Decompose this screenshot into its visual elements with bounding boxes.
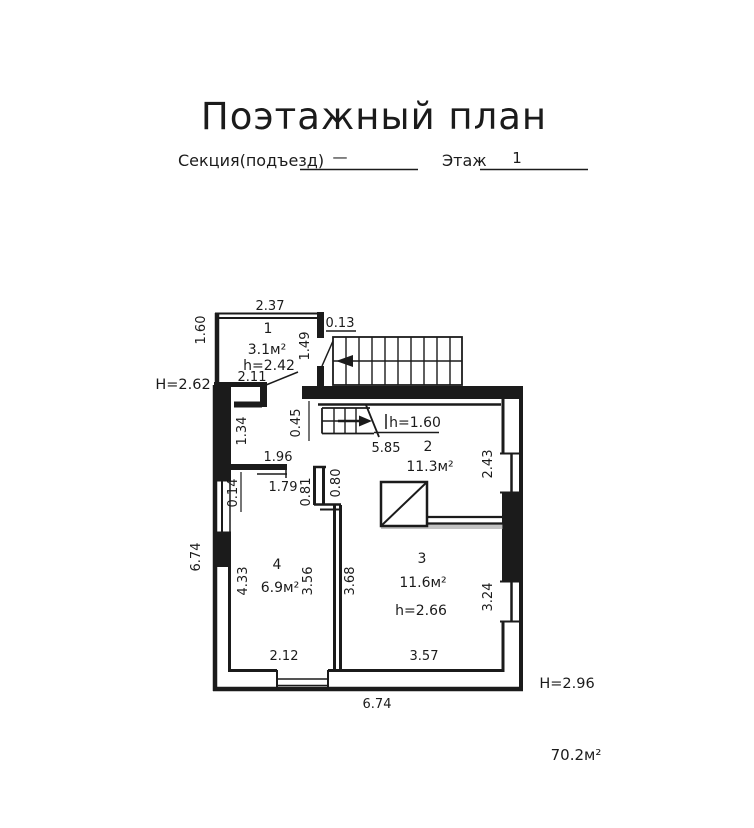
door-pillar [317, 366, 324, 386]
page-title: Поэтажный план [201, 95, 547, 138]
room-4-area: 6.9м² [261, 580, 299, 596]
dim-annex-depth: 1.60 [194, 316, 209, 345]
header: Поэтажный план Секция(подъезд) — Этаж 1 [178, 95, 588, 171]
duct-and-partition [313, 465, 342, 671]
dim-room3-width: 3.57 [410, 649, 439, 664]
dim-annex-width: 2.37 [256, 299, 285, 314]
room-1-area: 3.1м² [248, 342, 286, 358]
dim-bottom-width: 6.74 [363, 697, 392, 712]
annex-walls [214, 312, 334, 387]
entrance-recess [276, 670, 329, 687]
height-main: H=2.96 [539, 676, 594, 692]
dim-window-right-bottom: 3.24 [481, 583, 496, 612]
room-2-height: h=1.60 [389, 415, 441, 431]
window-west [213, 479, 231, 534]
floor-value: 1 [512, 149, 522, 167]
dim-side-left: 6.74 [189, 543, 204, 572]
dim-annex-inner-width: 2.11 [238, 370, 267, 385]
room-3-area: 11.6м² [399, 575, 446, 591]
height-annex: H=2.62 [155, 377, 210, 393]
room-3-number: 3 [418, 551, 427, 567]
dim-room4-width: 2.12 [270, 649, 299, 664]
room-2-area: 11.3м² [406, 459, 453, 475]
dim-duct-left: 0.81 [299, 478, 314, 507]
total-area: 70.2м² [551, 746, 602, 764]
dim-room3-left: 3.68 [343, 567, 358, 596]
dim-stair-offset: 0.45 [289, 409, 304, 438]
stair-pillar [317, 312, 324, 338]
stove [379, 480, 503, 529]
door-swing-stair [321, 340, 334, 367]
dim-wall-offset: 0.14 [226, 479, 241, 508]
stair-direction-arrow-down [359, 415, 372, 427]
room-1-number: 1 [264, 321, 273, 337]
shelf-wall [230, 464, 287, 470]
window-east-top [500, 452, 523, 494]
dim-duct-right: 0.80 [329, 469, 344, 498]
stair-break-line [365, 404, 380, 438]
dim-stair-gap: 0.13 [326, 316, 355, 331]
room-2-number: 2 [424, 439, 433, 455]
room-4-number: 4 [273, 557, 282, 573]
dim-door-width: 1.79 [269, 480, 298, 495]
dim-shelf-width: 1.96 [264, 450, 293, 465]
stair-direction-arrow-up [336, 355, 353, 367]
outer-walls [212, 385, 523, 692]
section-label: Секция(подъезд) [178, 151, 324, 170]
room-1-height: h=2.42 [243, 358, 295, 374]
north-wall [302, 386, 523, 399]
dim-hall-length: 5.85 [372, 441, 401, 456]
stove-hatch [381, 524, 503, 529]
section-value: — [333, 148, 348, 166]
door-swing-annex [265, 371, 299, 386]
dim-window-right-top: 2.43 [481, 450, 496, 479]
floor-label: Этаж [442, 151, 487, 170]
interior-partitions [230, 383, 342, 671]
labels: 2.37 1.60 1 3.1м² h=2.42 2.11 H=2.62 0.1… [155, 299, 601, 764]
lower-staircase [308, 401, 439, 441]
dim-corridor-depth: 1.34 [235, 417, 250, 446]
dim-room4-left: 4.33 [236, 567, 251, 596]
room-3-height: h=2.66 [395, 603, 447, 619]
upper-staircase [332, 336, 463, 386]
window-east-bottom [500, 580, 523, 623]
hall-wall-stub [260, 383, 267, 407]
dim-room4-right: 3.56 [301, 567, 316, 596]
dim-stair-wall: 1.49 [298, 332, 313, 361]
